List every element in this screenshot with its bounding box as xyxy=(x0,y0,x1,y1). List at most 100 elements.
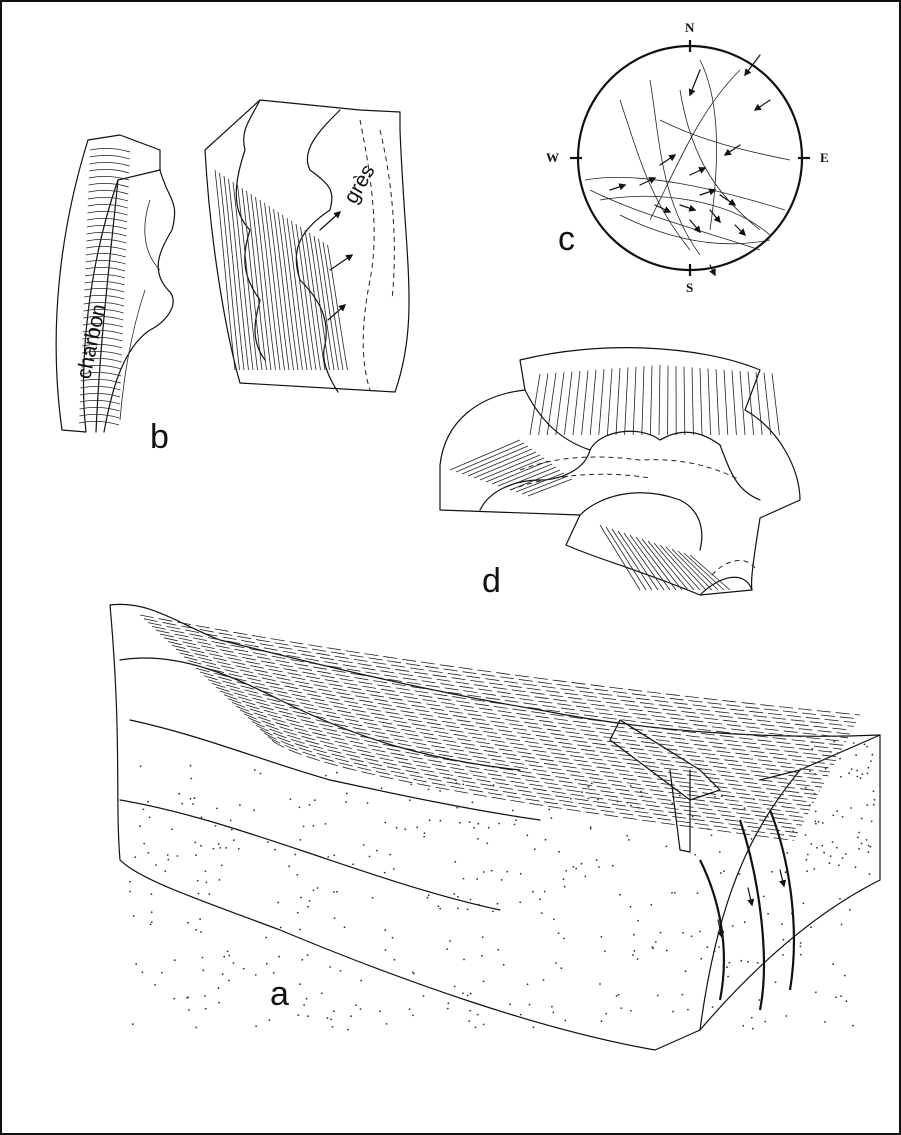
stipple-dot xyxy=(231,829,233,831)
stipple-dot xyxy=(255,974,257,976)
stipple-dot xyxy=(372,897,374,899)
coal-hatch-line xyxy=(85,274,125,278)
stipple-dot xyxy=(453,893,455,895)
panel-a-outcrop-block xyxy=(110,604,880,1050)
fan-hatch-line xyxy=(573,371,580,435)
panel-d-label: d xyxy=(482,562,501,600)
stipple-dot xyxy=(813,868,815,870)
stipple-dot xyxy=(541,912,543,914)
stipple-dot xyxy=(307,906,309,908)
stipple-dot xyxy=(857,837,859,839)
stipple-dot xyxy=(806,859,808,861)
stipple-dot xyxy=(575,868,577,870)
stipple-dot xyxy=(783,939,785,941)
stipple-dot xyxy=(520,873,522,875)
stipple-dot xyxy=(529,1004,531,1006)
stipple-dot xyxy=(297,912,299,914)
stipple-dot xyxy=(301,959,303,961)
stipple-dot xyxy=(672,1011,674,1013)
stipple-dot xyxy=(313,825,315,827)
stereonet-slip-arrow xyxy=(655,205,670,212)
coal-hatch-line xyxy=(89,169,129,173)
stipple-dot xyxy=(187,922,189,924)
stipple-dot xyxy=(666,950,668,952)
stipple-dot xyxy=(532,891,534,893)
stipple-dot xyxy=(299,929,301,931)
stipple-dot xyxy=(269,1019,271,1021)
stipple-dot xyxy=(679,795,681,797)
stipple-dot xyxy=(718,946,720,948)
fan-hatch-line xyxy=(462,446,528,474)
sandstone-label: grès xyxy=(339,161,379,208)
stipple-dot xyxy=(140,765,142,767)
stipple-dot xyxy=(173,998,175,1000)
stereonet-slip-arrow xyxy=(690,220,700,232)
stipple-dot xyxy=(655,941,657,943)
stipple-dot xyxy=(545,839,547,841)
panel-c-stereonet xyxy=(570,40,810,276)
stipple-dot xyxy=(463,959,465,961)
stipple-dot xyxy=(488,827,490,829)
stipple-dot xyxy=(363,844,365,846)
stipple-dot xyxy=(601,1020,603,1022)
stipple-dot xyxy=(221,865,223,867)
fan-hatch-line xyxy=(504,467,556,488)
stipple-dot xyxy=(721,795,723,797)
stipple-dot xyxy=(512,810,514,812)
stipple-dot xyxy=(164,870,166,872)
coal-hatch-line xyxy=(79,414,119,418)
stipple-dot xyxy=(855,754,857,756)
coal-hatch-line xyxy=(86,239,126,243)
stipple-dot xyxy=(132,1023,134,1025)
stipple-dot xyxy=(596,859,598,861)
stipple-dot xyxy=(612,865,614,867)
stipple-dot xyxy=(691,935,693,937)
fan-hatch-line xyxy=(748,372,754,435)
stipple-dot xyxy=(553,919,555,921)
stipple-dot xyxy=(346,793,348,795)
stipple-dot xyxy=(360,980,362,982)
stipple-dot xyxy=(599,983,601,985)
stipple-dot xyxy=(178,793,180,795)
sandstone-hatch-line xyxy=(233,182,253,370)
stipple-dot xyxy=(581,791,583,793)
panel-d-fan-block xyxy=(440,348,800,595)
stipple-dot xyxy=(208,893,210,895)
stipple-dot xyxy=(492,911,494,913)
stipple-dot xyxy=(273,972,275,974)
stipple-dot xyxy=(856,770,858,772)
stipple-dot xyxy=(186,997,188,999)
stipple-dot xyxy=(195,929,197,931)
stipple-dot xyxy=(555,962,557,964)
stipple-dot xyxy=(552,1012,554,1014)
stipple-dot xyxy=(868,845,870,847)
stipple-dot xyxy=(277,902,279,904)
stipple-dot xyxy=(255,1025,257,1027)
stipple-dot xyxy=(723,870,725,872)
stipple-dot xyxy=(866,804,868,806)
stipple-dot xyxy=(870,846,872,848)
stipple-dot xyxy=(336,772,338,774)
stipple-dot xyxy=(856,776,858,778)
stipple-dot xyxy=(218,843,220,845)
stipple-dot xyxy=(219,847,221,849)
stipple-dot xyxy=(243,968,245,970)
stipple-dot xyxy=(548,809,550,811)
stipple-dot xyxy=(807,854,809,856)
stipple-dot xyxy=(864,744,866,746)
stipple-dot xyxy=(616,995,618,997)
stipple-dot xyxy=(379,1010,381,1012)
fan-hatch-line xyxy=(590,370,596,435)
stipple-dot xyxy=(473,827,475,829)
fan-hatch-line xyxy=(510,470,560,490)
stipple-dot xyxy=(280,927,282,929)
stipple-dot xyxy=(839,898,841,900)
fan-hatch-line xyxy=(625,367,628,435)
sandstone-hatch-line xyxy=(215,170,235,370)
stipple-dot xyxy=(832,814,834,816)
stipple-dot xyxy=(811,843,813,845)
stipple-dot xyxy=(174,959,176,961)
stipple-dot xyxy=(630,906,632,908)
sandstone-hatch-line xyxy=(260,200,280,370)
stipple-dot xyxy=(714,950,716,952)
